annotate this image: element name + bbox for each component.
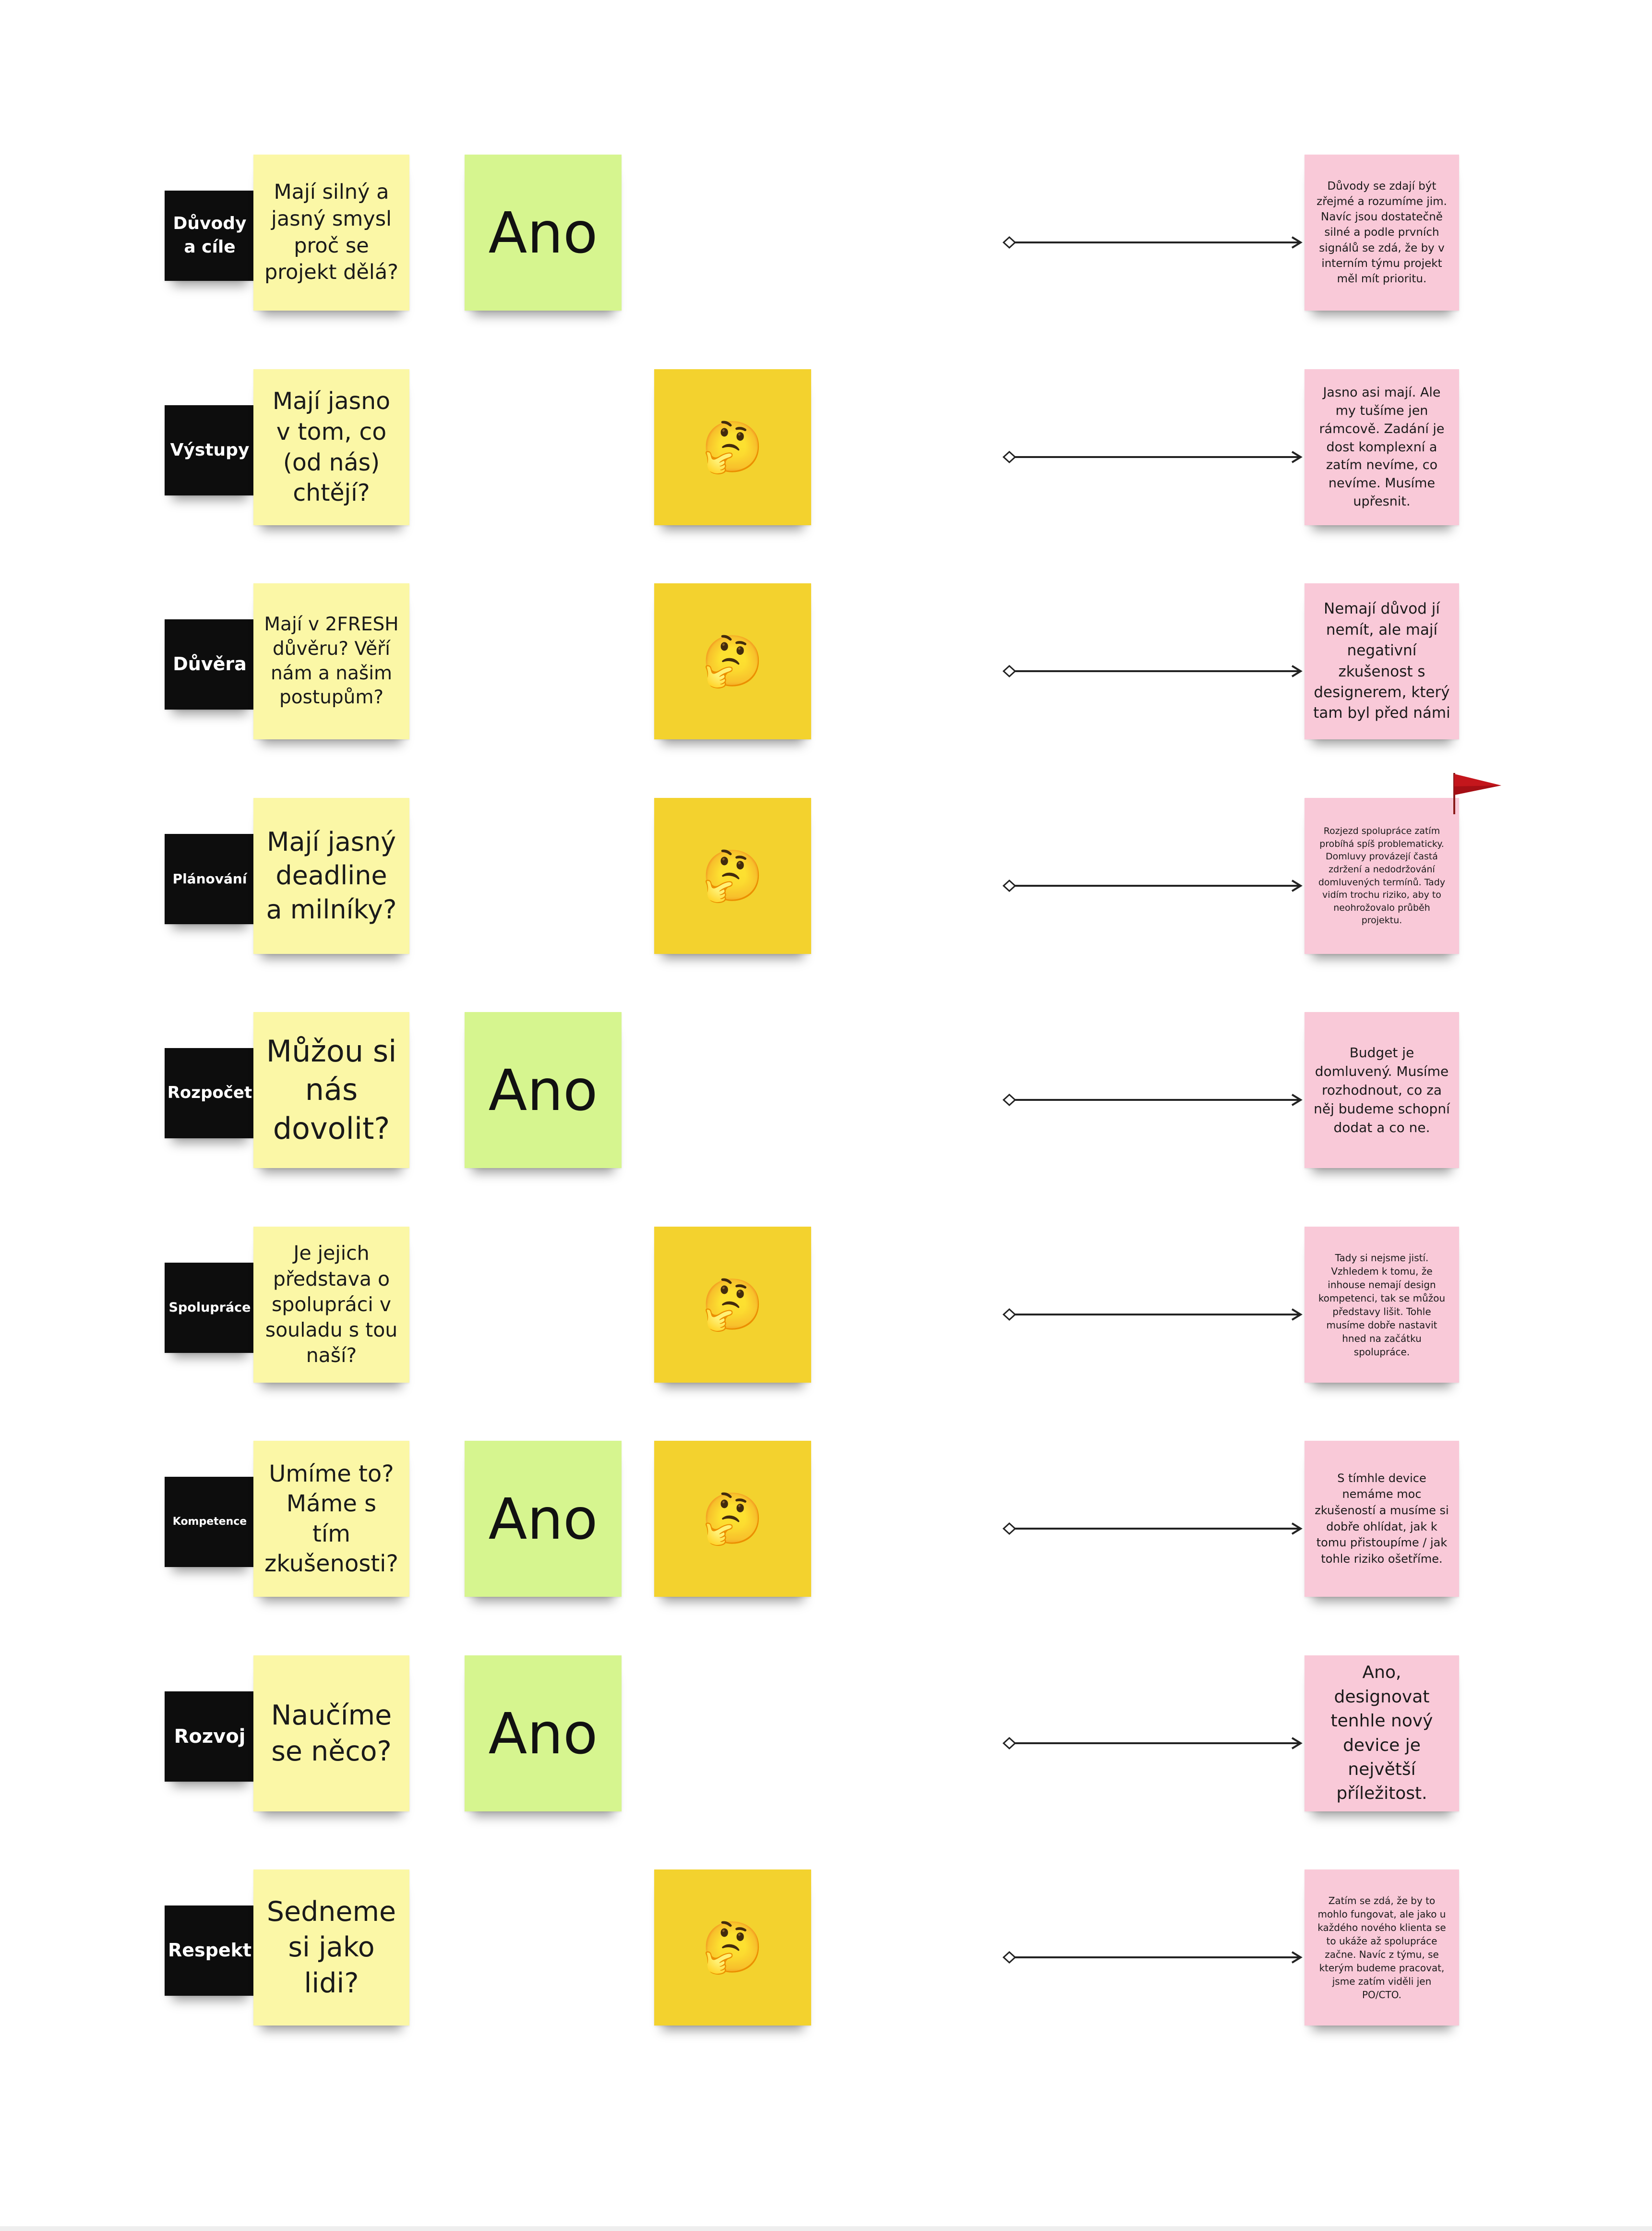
category-label-note[interactable]: Důvěra: [165, 619, 255, 710]
question-note[interactable]: Mají v 2FRESH důvěru? Věří nám a našim p…: [253, 583, 409, 739]
answer-yes-text: Ano: [488, 199, 598, 266]
comment-note[interactable]: Ano, designovat tenhle nový device je ne…: [1305, 1655, 1459, 1811]
thinking-note[interactable]: 🤔: [654, 798, 811, 954]
category-label-text: Respekt: [168, 1940, 252, 1961]
category-label-text: Plánování: [172, 871, 247, 887]
comment-note[interactable]: Důvody se zdají být zřejmé a rozumíme ji…: [1305, 155, 1459, 311]
comment-text: S tímhle device nemáme moc zkušeností a …: [1315, 1471, 1449, 1566]
question-note[interactable]: Mají jasný deadline a milníky?: [253, 798, 409, 954]
comment-text: Rozjezd spolupráce zatím probíhá spíš pr…: [1318, 826, 1446, 926]
comment-note[interactable]: Jasno asi mají. Ale my tušíme jen rámcov…: [1305, 369, 1459, 525]
thinking-note[interactable]: 🤔: [654, 1869, 811, 2026]
red-flag-icon[interactable]: [1449, 772, 1502, 815]
question-text: Mají v 2FRESH důvěru? Věří nám a našim p…: [264, 614, 399, 709]
comment-note[interactable]: Budget je domluvený. Musíme rozhodnout, …: [1305, 1012, 1459, 1168]
question-text: Mají jasný deadline a milníky?: [266, 827, 397, 925]
thinking-face-icon: 🤔: [701, 846, 764, 905]
thinking-face-icon: 🤔: [701, 1489, 764, 1548]
question-note[interactable]: Sedneme si jako lidi?: [253, 1869, 409, 2026]
answer-yes-note[interactable]: Ano: [465, 1441, 622, 1597]
canvas-bottom-edge: [0, 2226, 1652, 2231]
arrow-connector-icon[interactable]: [1002, 879, 1305, 893]
answer-yes-text: Ano: [488, 1485, 598, 1552]
thinking-note[interactable]: 🤔: [654, 369, 811, 525]
question-text: Je jejich představa o spolupráci v soula…: [265, 1242, 398, 1367]
thinking-face-icon: 🤔: [701, 418, 764, 476]
thinking-face-icon: 🤔: [701, 632, 764, 690]
evaluation-row: Rozvoj Naučíme se něco? Ano Ano, designo…: [0, 1655, 1652, 1819]
thinking-note[interactable]: 🤔: [654, 1227, 811, 1383]
question-note[interactable]: Mají silný a jasný smysl proč se projekt…: [253, 155, 409, 311]
question-note[interactable]: Je jejich představa o spolupráci v soula…: [253, 1227, 409, 1383]
question-text: Můžou si nás dovolit?: [266, 1033, 397, 1146]
category-label-text: Důvody a cíle: [173, 214, 247, 257]
arrow-connector-icon[interactable]: [1002, 235, 1305, 250]
question-text: Naučíme se něco?: [271, 1700, 392, 1767]
evaluation-row: Plánování Mají jasný deadline a milníky?…: [0, 798, 1652, 961]
question-note[interactable]: Naučíme se něco?: [253, 1655, 409, 1811]
comment-text: Zatím se zdá, že by to mohlo fungovat, a…: [1317, 1894, 1446, 2001]
arrow-connector-icon[interactable]: [1002, 664, 1305, 678]
arrow-connector-icon[interactable]: [1002, 1307, 1305, 1322]
arrow-connector-icon[interactable]: [1002, 1736, 1305, 1750]
comment-note[interactable]: S tímhle device nemáme moc zkušeností a …: [1305, 1441, 1459, 1597]
category-label-text: Rozvoj: [174, 1725, 246, 1748]
arrow-connector-icon[interactable]: [1002, 450, 1305, 464]
thinking-note[interactable]: 🤔: [654, 1441, 811, 1597]
category-label-note[interactable]: Kompetence: [165, 1477, 255, 1567]
answer-yes-text: Ano: [488, 1700, 598, 1767]
question-note[interactable]: Umíme to? Máme s tím zkušenosti?: [253, 1441, 409, 1597]
category-label-note[interactable]: Rozvoj: [165, 1691, 255, 1782]
answer-yes-text: Ano: [488, 1057, 598, 1123]
thinking-face-icon: 🤔: [701, 1918, 764, 1977]
category-label-note[interactable]: Důvody a cíle: [165, 191, 255, 281]
comment-note[interactable]: Tady si nejsme jistí. Vzhledem k tomu, ž…: [1305, 1227, 1459, 1383]
evaluation-row: Důvěra Mají v 2FRESH důvěru? Věří nám a …: [0, 583, 1652, 747]
arrow-connector-icon[interactable]: [1002, 1950, 1305, 1965]
category-label-text: Důvěra: [173, 653, 247, 675]
comment-text: Ano, designovat tenhle nový device je ne…: [1330, 1663, 1433, 1804]
comment-note[interactable]: Zatím se zdá, že by to mohlo fungovat, a…: [1305, 1869, 1459, 2026]
category-label-text: Spolupráce: [168, 1300, 251, 1315]
question-text: Sedneme si jako lidi?: [266, 1896, 396, 1999]
evaluation-row: Spolupráce Je jejich představa o spolupr…: [0, 1227, 1652, 1390]
answer-yes-note[interactable]: Ano: [465, 155, 622, 311]
category-label-note[interactable]: Rozpočet: [165, 1048, 255, 1138]
answer-yes-note[interactable]: Ano: [465, 1655, 622, 1811]
thinking-face-icon: 🤔: [701, 1275, 764, 1334]
evaluation-row: Respekt Sedneme si jako lidi? 🤔 Zatím se…: [0, 1869, 1652, 2033]
question-text: Mají jasno v tom, co (od nás) chtějí?: [272, 387, 391, 507]
arrow-connector-icon[interactable]: [1002, 1093, 1305, 1107]
evaluation-row: Rozpočet Můžou si nás dovolit? Ano Budge…: [0, 1012, 1652, 1175]
comment-note[interactable]: Rozjezd spolupráce zatím probíhá spíš pr…: [1305, 798, 1459, 954]
comment-text: Jasno asi mají. Ale my tušíme jen rámcov…: [1319, 385, 1445, 509]
question-note[interactable]: Můžou si nás dovolit?: [253, 1012, 409, 1168]
category-label-text: Výstupy: [170, 440, 250, 460]
question-text: Umíme to? Máme s tím zkušenosti?: [264, 1460, 398, 1577]
question-note[interactable]: Mají jasno v tom, co (od nás) chtějí?: [253, 369, 409, 525]
comment-text: Tady si nejsme jistí. Vzhledem k tomu, ž…: [1318, 1252, 1446, 1358]
comment-text: Budget je domluvený. Musíme rozhodnout, …: [1314, 1044, 1450, 1136]
category-label-note[interactable]: Plánování: [165, 834, 255, 924]
answer-yes-note[interactable]: Ano: [465, 1012, 622, 1168]
evaluation-row: Důvody a cíle Mají silný a jasný smysl p…: [0, 155, 1652, 318]
evaluation-row: Kompetence Umíme to? Máme s tím zkušenos…: [0, 1441, 1652, 1604]
question-text: Mají silný a jasný smysl proč se projekt…: [264, 180, 399, 285]
comment-text: Nemají důvod jí nemít, ale mají negativn…: [1313, 600, 1450, 722]
evaluation-row: Výstupy Mají jasno v tom, co (od nás) ch…: [0, 369, 1652, 532]
thinking-note[interactable]: 🤔: [654, 583, 811, 739]
category-label-note[interactable]: Výstupy: [165, 405, 255, 495]
arrow-connector-icon[interactable]: [1002, 1521, 1305, 1536]
category-label-note[interactable]: Respekt: [165, 1905, 255, 1996]
category-label-note[interactable]: Spolupráce: [165, 1263, 255, 1353]
comment-text: Důvody se zdají být zřejmé a rozumíme ji…: [1317, 180, 1447, 285]
category-label-text: Kompetence: [172, 1516, 247, 1528]
category-label-text: Rozpočet: [167, 1083, 252, 1103]
comment-note[interactable]: Nemají důvod jí nemít, ale mají negativn…: [1305, 583, 1459, 739]
